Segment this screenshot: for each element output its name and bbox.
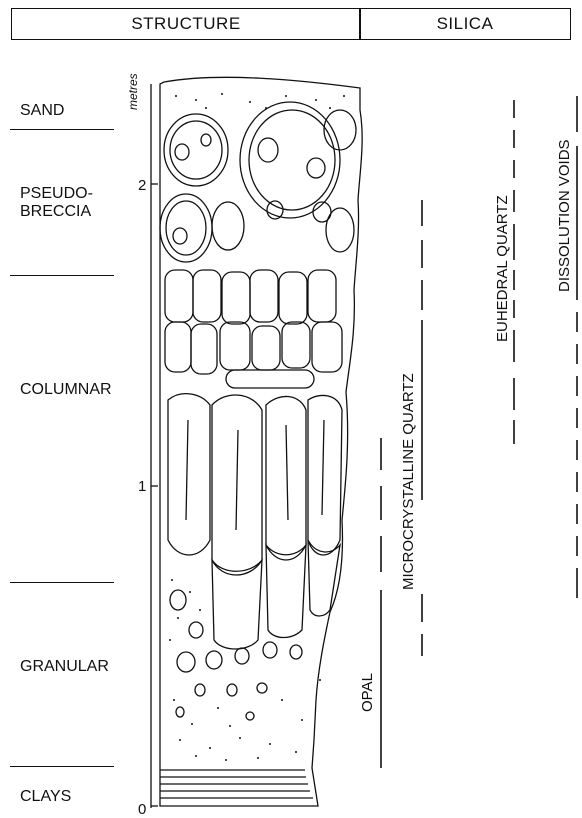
silica-label-microcrystalline-quartz: MICROCRYSTALLINE QUARTZ — [400, 373, 417, 590]
silica-label-euhedral-quartz: EUHEDRAL QUARTZ — [494, 195, 511, 342]
pseudo-breccia-nodules — [160, 102, 356, 262]
columnar-cells — [165, 270, 342, 649]
silica-label-dissolution-voids: DISSOLUTION VOIDS — [556, 139, 573, 292]
clays-layers — [160, 770, 313, 798]
silica-label-opal: OPAL — [359, 673, 376, 712]
column-outline — [160, 77, 362, 806]
